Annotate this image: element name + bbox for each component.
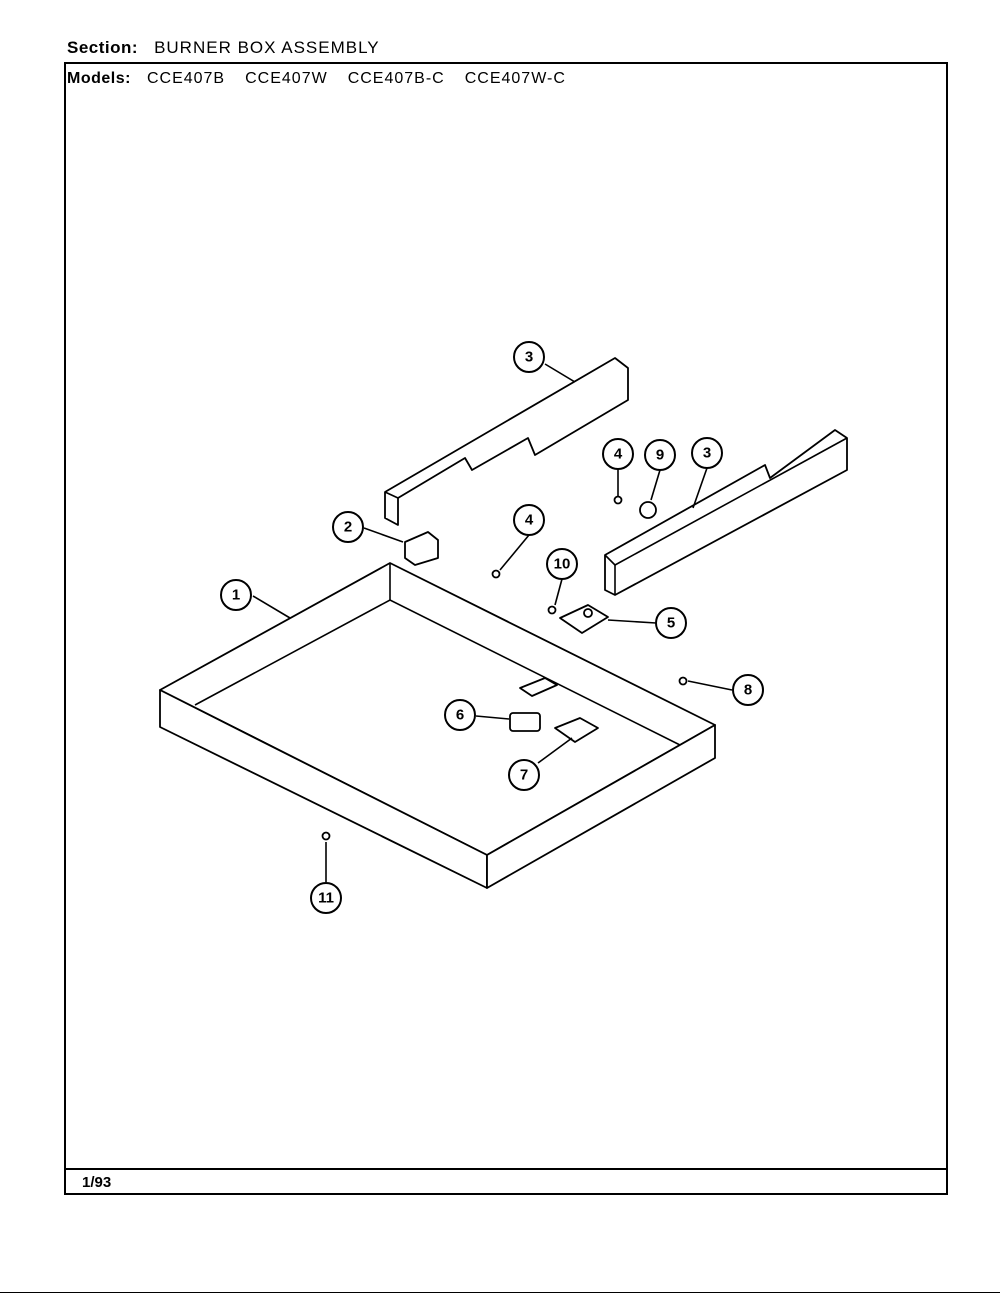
model-3: CCE407B-C xyxy=(347,70,445,87)
section-line: Section: BURNER BOX ASSEMBLY xyxy=(67,38,380,58)
callout-4-lower: 4 xyxy=(513,504,545,536)
callout-4-upper-label: 4 xyxy=(614,446,623,463)
callout-2-label: 2 xyxy=(344,519,352,536)
callout-11: 11 xyxy=(310,882,342,914)
callout-3-right: 3 xyxy=(691,437,723,469)
grommet-part-9 xyxy=(639,501,657,519)
callout-2: 2 xyxy=(332,511,364,543)
connector-part-6 xyxy=(509,712,541,732)
section-title: BURNER BOX ASSEMBLY xyxy=(154,38,380,57)
plate-center xyxy=(519,677,558,697)
screw-part-4a xyxy=(613,495,623,505)
model-2: CCE407W xyxy=(245,70,328,87)
callout-9: 9 xyxy=(644,439,676,471)
right-bracket xyxy=(604,429,848,596)
callout-10-label: 10 xyxy=(554,556,571,573)
callout-6-label: 6 xyxy=(456,707,464,724)
screw-part-11 xyxy=(321,831,331,841)
callout-3-left: 3 xyxy=(513,341,545,373)
bracket-part-5 xyxy=(559,604,609,634)
callout-5-label: 5 xyxy=(667,615,675,632)
footer-date: 1/93 xyxy=(82,1174,112,1191)
callout-8: 8 xyxy=(732,674,764,706)
diagram-frame xyxy=(64,62,948,1195)
callout-7: 7 xyxy=(508,759,540,791)
model-4: CCE407W-C xyxy=(464,70,566,87)
model-1: CCE407B xyxy=(146,70,226,87)
callout-4-upper: 4 xyxy=(602,438,634,470)
left-bracket xyxy=(384,357,629,526)
callout-6: 6 xyxy=(444,699,476,731)
switch-part-2 xyxy=(404,531,439,566)
callout-8-label: 8 xyxy=(744,682,752,699)
callout-7-label: 7 xyxy=(520,767,528,784)
callout-10: 10 xyxy=(546,548,578,580)
callout-9-label: 9 xyxy=(656,447,664,464)
models-label: Models: xyxy=(67,70,131,87)
terminal-part-7 xyxy=(554,717,599,743)
callout-5: 5 xyxy=(655,607,687,639)
burner-box-tray xyxy=(159,562,716,889)
models-line: Models: CCE407B CCE407W CCE407B-C CCE407W-C xyxy=(67,70,586,88)
section-label: Section: xyxy=(67,38,139,57)
footer-separator xyxy=(64,1168,948,1170)
page-bottom-rule xyxy=(0,1292,1000,1293)
callout-4-lower-label: 4 xyxy=(525,512,534,529)
leader-lines xyxy=(252,363,733,882)
callout-3-right-label: 3 xyxy=(703,445,711,462)
screw-part-8 xyxy=(678,676,688,686)
callout-11-label: 11 xyxy=(318,890,334,907)
callout-1: 1 xyxy=(220,579,252,611)
screw-part-10 xyxy=(547,605,557,615)
callout-3-left-label: 3 xyxy=(525,349,533,366)
screw-part-4b xyxy=(491,569,501,579)
callout-1-label: 1 xyxy=(232,587,240,604)
